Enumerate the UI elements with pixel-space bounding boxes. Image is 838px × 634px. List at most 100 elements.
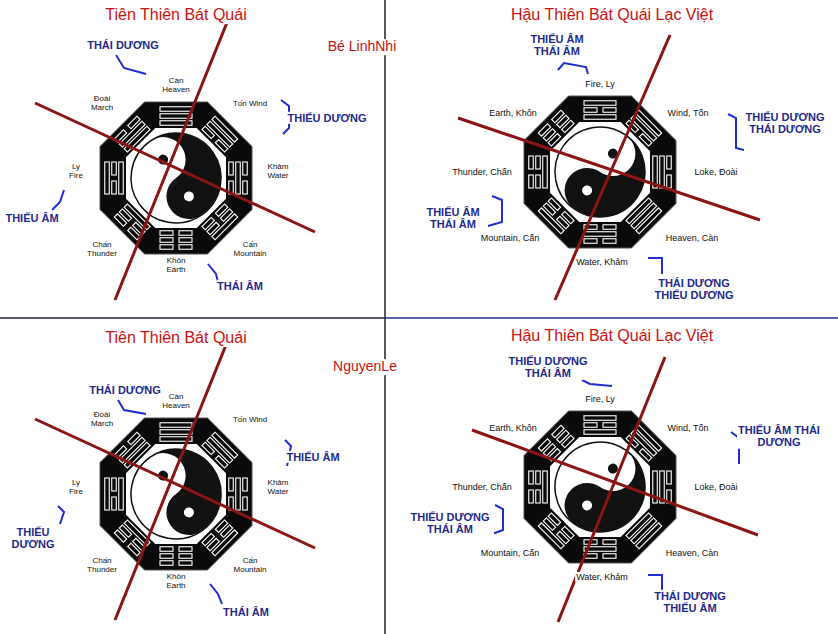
yin-line <box>160 238 173 243</box>
yang-line <box>105 478 110 510</box>
yin-line <box>243 478 248 491</box>
trigram-label: Khôn Earth <box>158 257 194 275</box>
diagram-title: Tiên Thiên Bát Quái <box>104 329 247 347</box>
yang-dot <box>182 505 196 519</box>
octagon-frame <box>100 102 252 254</box>
yin-line <box>584 108 597 113</box>
yin-yang-disc <box>537 109 662 234</box>
trigram-label: Fire, Ly <box>584 394 616 404</box>
yang-line <box>160 430 192 435</box>
trigram-label: Chấn Thunder <box>81 557 123 575</box>
polarity-label: THÁI DƯƠNG THIẾU DƯƠNG <box>650 277 738 302</box>
trigram-label: Đoài March <box>83 95 121 113</box>
trigram-label: Khảm Water <box>260 479 296 497</box>
bracket-mark <box>58 506 64 524</box>
trigram-label: Heaven, Càn <box>665 548 720 558</box>
trigram-label: Loke, Đoài <box>693 482 738 492</box>
yang-line <box>636 110 662 136</box>
octagon-frame <box>524 411 676 563</box>
polarity-label: THÁI DƯƠNG THIẾU ÂM <box>647 590 733 615</box>
yang-line <box>636 208 662 234</box>
bracket-mark <box>648 575 662 590</box>
trigram-symbol <box>584 416 616 435</box>
axis-line <box>555 35 670 300</box>
polarity-label: THIẾU ÂM <box>285 451 340 463</box>
yin-line <box>584 239 597 244</box>
trigram-label: Càn Heaven <box>158 393 194 411</box>
trigram-label: Ly Fire <box>65 163 87 181</box>
yin-line <box>128 543 140 555</box>
yin-line <box>160 561 173 566</box>
yang-line <box>212 214 238 240</box>
yang-line <box>236 162 241 194</box>
polarity-label: THIẾU ÂM THÁI ÂM <box>525 33 589 58</box>
yin-line <box>112 162 117 175</box>
bracket-mark <box>52 190 64 210</box>
yin-line <box>179 238 192 243</box>
yang-line <box>105 162 110 194</box>
trigram-label: Water, Khảm <box>575 572 629 582</box>
yin-yang-symbol <box>537 109 662 234</box>
yin-line <box>538 439 550 451</box>
quadrant-divider <box>385 317 838 319</box>
yin-line <box>529 471 534 484</box>
yang-line <box>543 471 548 503</box>
trigram-label: Water, Khảm <box>575 257 629 267</box>
yin-line <box>243 181 248 194</box>
trigram-symbol <box>160 231 192 250</box>
yin-line <box>128 227 140 239</box>
yang-line <box>584 430 616 435</box>
trigram-label: Thunder, Chấn <box>451 482 513 492</box>
trigram-label: Chấn Thunder <box>81 241 123 259</box>
yin-yang-disc <box>113 431 238 556</box>
yin-line <box>243 162 248 175</box>
yang-line <box>584 115 616 120</box>
trigram-label: Fire, Ly <box>584 79 616 89</box>
polarity-label: THÁI ÂM <box>216 280 264 292</box>
yin-line <box>243 497 248 510</box>
bagua-octagon <box>524 96 676 248</box>
yang-line <box>584 101 616 106</box>
quadrant-divider <box>384 0 386 634</box>
yin-line <box>603 225 616 230</box>
trigram-label: Thunder, Chấn <box>451 167 513 177</box>
yin-line <box>160 547 173 552</box>
bracket-mark <box>488 196 502 226</box>
yin-line <box>584 423 597 428</box>
trigram-label: Ly Fire <box>65 479 87 497</box>
yin-line <box>529 175 534 188</box>
axis-line <box>35 419 315 548</box>
yin-line <box>667 175 672 188</box>
bracket-mark <box>582 380 612 386</box>
yin-yang-disc <box>113 115 238 240</box>
polarity-label: THIẾU DƯƠNG THÁI DƯƠNG <box>741 111 829 136</box>
yang-line <box>212 530 238 556</box>
quadrant-divider <box>0 317 385 319</box>
axis-line <box>115 20 228 300</box>
bracket-mark <box>116 55 146 74</box>
yin-line <box>112 497 117 510</box>
yin-line <box>667 471 672 484</box>
trigram-label: Mountain, Cấn <box>480 233 541 243</box>
trigram-label: Earth, Khôn <box>488 423 538 433</box>
diagram-title: Hậu Thiên Bát Quái Lạc Việt <box>510 6 714 24</box>
yang-dot <box>182 189 196 203</box>
yin-line <box>536 490 541 503</box>
yin-line <box>529 490 534 503</box>
trigram-symbol <box>529 471 548 503</box>
yang-line <box>538 208 564 234</box>
trigram-symbol <box>584 101 616 120</box>
yin-line <box>552 110 564 122</box>
trigram-symbol <box>584 225 616 244</box>
yin-line <box>603 108 616 113</box>
yin-line <box>552 425 564 437</box>
trigram-symbol <box>229 162 248 194</box>
trigram-label: Loke, Đoài <box>693 167 738 177</box>
yang-line <box>160 107 192 112</box>
trigram-symbol <box>229 478 248 510</box>
author-label: NguyenLe <box>332 359 398 375</box>
yang-line <box>212 116 238 142</box>
yin-line <box>667 156 672 169</box>
